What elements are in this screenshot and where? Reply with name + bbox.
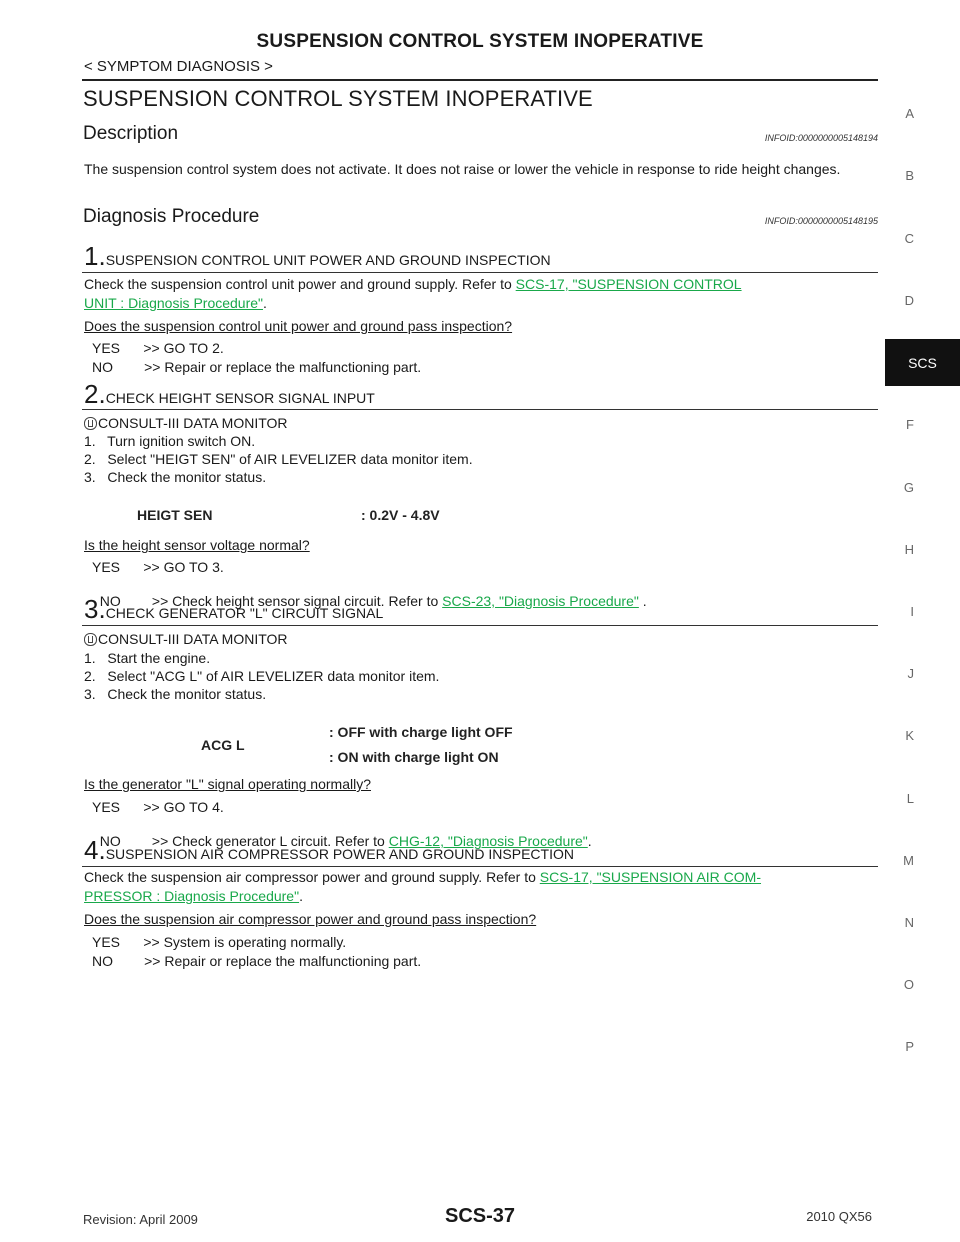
sidebar-letter-n[interactable]: N xyxy=(904,915,914,930)
footer-page-number: SCS-37 xyxy=(444,1205,516,1227)
description-text: The suspension control system does not a… xyxy=(84,161,841,177)
page-header-title: SUSPENSION CONTROL SYSTEM INOPERATIVE xyxy=(256,31,704,52)
sidebar-letter-o[interactable]: O xyxy=(903,977,914,992)
step-1-question: Does the suspension control unit power a… xyxy=(84,318,513,334)
page-header-subtitle: < SYMPTOM DIAGNOSIS > xyxy=(84,58,273,75)
step-2-no-text: NO >> Check height sensor signal circuit… xyxy=(99,593,443,609)
step-2-yes: YES >> GO TO 3. xyxy=(92,559,224,575)
diagnosis-infoid: INFOID:0000000005148195 xyxy=(764,216,878,226)
header-divider xyxy=(82,79,878,81)
step-4-yes: YES >> System is operating normally. xyxy=(92,934,347,950)
footer-model: 2010 QX56 xyxy=(806,1209,872,1224)
step-4-text-cont: PRESSOR : Diagnosis Procedure". xyxy=(84,888,303,904)
step-2-item: 1. Turn ignition switch ON. xyxy=(84,433,256,449)
step-3-no: NO >> Check generator L circuit. Refer t… xyxy=(92,817,592,849)
step-1-text-cont: UNIT : Diagnosis Procedure". xyxy=(84,295,267,311)
step-2-monitor-value: : 0.2V - 4.8V xyxy=(361,507,440,523)
step-2-number: 2. xyxy=(84,379,106,409)
step-4-no: NO >> Repair or replace the malfunctioni… xyxy=(92,953,422,969)
sidebar-letter-j[interactable]: J xyxy=(907,666,915,681)
sidebar-letter-a[interactable]: A xyxy=(905,106,914,121)
sidebar-letter-h[interactable]: H xyxy=(904,542,914,557)
step-2-question: Is the height sensor voltage normal? xyxy=(84,537,310,553)
step-2-rule xyxy=(82,409,878,410)
step-3-rule xyxy=(82,625,878,626)
sidebar-letter-m[interactable]: M xyxy=(903,853,914,868)
step-2-title: CHECK HEIGHT SENSOR SIGNAL INPUT xyxy=(105,390,375,406)
step-3-monitor-value-2: : ON with charge light ON xyxy=(329,749,499,765)
step-1-link[interactable]: SCS-17, "SUSPENSION CONTROL xyxy=(515,276,742,292)
footer-revision: Revision: April 2009 xyxy=(83,1212,198,1227)
step-1-text: Check the suspension control unit power … xyxy=(84,276,742,292)
step-4-title: SUSPENSION AIR COMPRESSOR POWER AND GROU… xyxy=(105,846,574,862)
step-2-header: 2.CHECK HEIGHT SENSOR SIGNAL INPUT xyxy=(84,379,375,410)
step-4-text: Check the suspension air compressor powe… xyxy=(84,869,761,885)
step-1-rule xyxy=(82,272,878,273)
sidebar-letter-l[interactable]: L xyxy=(906,791,914,806)
sidebar-letter-p[interactable]: P xyxy=(905,1039,914,1054)
step-4-number: 4. xyxy=(84,835,106,865)
step-4-link-cont[interactable]: PRESSOR : Diagnosis Procedure" xyxy=(84,888,300,904)
consult-icon xyxy=(84,633,97,646)
step-1-link-cont[interactable]: UNIT : Diagnosis Procedure" xyxy=(84,295,264,311)
step-4-rule xyxy=(82,866,878,867)
step-2-item: 2. Select "HEIGT SEN" of AIR LEVELIZER d… xyxy=(84,451,473,467)
description-infoid: INFOID:0000000005148194 xyxy=(764,133,878,143)
step-3-item: 3. Check the monitor status. xyxy=(84,686,267,702)
step-1-text-before: Check the suspension control unit power … xyxy=(84,276,516,292)
sidebar-letter-d[interactable]: D xyxy=(904,293,914,308)
sidebar-letter-k[interactable]: K xyxy=(905,728,914,743)
sidebar-letter-c[interactable]: C xyxy=(904,231,914,246)
step-2-monitor-item: HEIGT SEN xyxy=(137,507,213,523)
step-2-consult-label: CONSULT-III DATA MONITOR xyxy=(98,415,288,431)
step-3-consult: CONSULT-III DATA MONITOR xyxy=(84,631,288,647)
step-4-link[interactable]: SCS-17, "SUSPENSION AIR COM- xyxy=(539,869,762,885)
step-3-no-text: NO >> Check generator L circuit. Refer t… xyxy=(99,833,389,849)
step-3-question: Is the generator "L" signal operating no… xyxy=(84,776,371,792)
step-3-monitor-item: ACG L xyxy=(201,737,245,753)
sidebar-letter-g[interactable]: G xyxy=(903,480,914,495)
step-3-no-link[interactable]: CHG-12, "Diagnosis Procedure" xyxy=(388,833,588,849)
step-4-question: Does the suspension air compressor power… xyxy=(84,911,537,927)
sidebar-letter-i[interactable]: I xyxy=(910,604,914,619)
step-3-number: 3. xyxy=(84,594,106,624)
step-2-consult: CONSULT-III DATA MONITOR xyxy=(84,415,288,431)
step-2-item: 3. Check the monitor status. xyxy=(84,469,267,485)
step-3-yes: YES >> GO TO 4. xyxy=(92,799,224,815)
step-4-text-after: . xyxy=(299,888,303,904)
step-2-no-link[interactable]: SCS-23, "Diagnosis Procedure" xyxy=(442,593,639,609)
sidebar-tab-scs[interactable]: SCS xyxy=(885,339,960,386)
step-1-title: SUSPENSION CONTROL UNIT POWER AND GROUND… xyxy=(105,252,551,268)
step-3-consult-label: CONSULT-III DATA MONITOR xyxy=(98,631,288,647)
diagnosis-heading: Diagnosis Procedure xyxy=(83,206,260,227)
step-1-text-after: . xyxy=(263,295,267,311)
section-title: SUSPENSION CONTROL SYSTEM INOPERATIVE xyxy=(83,86,593,111)
step-1-no: NO >> Repair or replace the malfunctioni… xyxy=(92,359,422,375)
consult-icon xyxy=(84,417,97,430)
step-3-title: CHECK GENERATOR "L" CIRCUIT SIGNAL xyxy=(105,605,384,621)
step-2-no: NO >> Check height sensor signal circuit… xyxy=(92,577,647,609)
step-3-header: 3.CHECK GENERATOR "L" CIRCUIT SIGNAL xyxy=(84,594,383,625)
step-1-yes: YES >> GO TO 2. xyxy=(92,340,224,356)
step-1-number: 1. xyxy=(84,241,106,271)
step-4-text-before: Check the suspension air compressor powe… xyxy=(84,869,540,885)
step-2-no-after: . xyxy=(638,593,647,609)
step-3-monitor-value-1: : OFF with charge light OFF xyxy=(329,724,513,740)
sidebar-letter-b[interactable]: B xyxy=(905,168,914,183)
sidebar-letter-f[interactable]: F xyxy=(906,417,914,432)
step-3-item: 2. Select "ACG L" of AIR LEVELIZER data … xyxy=(84,668,440,684)
step-4-header: 4.SUSPENSION AIR COMPRESSOR POWER AND GR… xyxy=(84,835,574,866)
step-3-item: 1. Start the engine. xyxy=(84,650,211,666)
description-heading: Description xyxy=(83,123,179,144)
step-1-header: 1.SUSPENSION CONTROL UNIT POWER AND GROU… xyxy=(84,241,551,272)
step-3-no-after: . xyxy=(587,833,592,849)
